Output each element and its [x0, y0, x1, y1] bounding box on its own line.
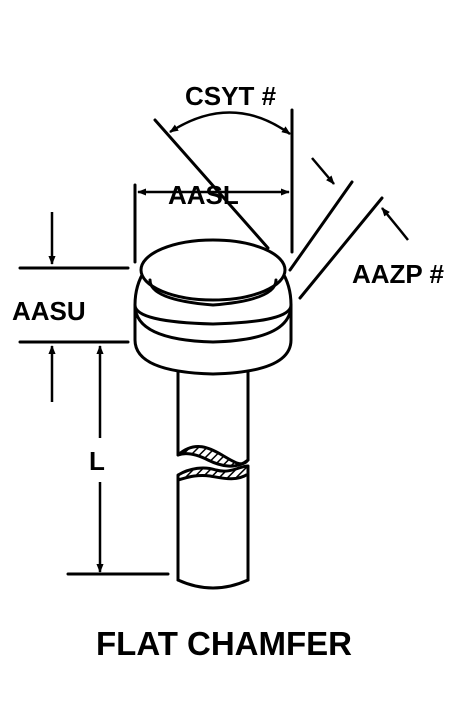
head-middle-edge: [133, 303, 293, 344]
shank-lower: [176, 468, 250, 590]
label-aazp: AAZP #: [352, 259, 445, 289]
head-top-face: [139, 238, 287, 302]
aazp-line-2: [298, 196, 384, 300]
break-hatch-lower: [176, 464, 250, 482]
head-top-inner: [148, 278, 278, 307]
break-hatch-upper: [176, 445, 250, 468]
shank-upper: [176, 370, 250, 462]
label-csyt: CSYT #: [185, 81, 277, 111]
aazp-arrow-top: [311, 157, 335, 185]
aazp-arrow-bottom: [381, 207, 409, 241]
csyt-angled-reference: [153, 118, 270, 250]
label-aasl: AASL: [168, 180, 239, 210]
aazp-line-1: [288, 180, 354, 272]
label-l: L: [89, 446, 105, 476]
caption-flat-chamfer: FLAT CHAMFER: [96, 625, 352, 662]
csyt-arc: [169, 111, 291, 136]
label-aasu: AASU: [12, 296, 86, 326]
